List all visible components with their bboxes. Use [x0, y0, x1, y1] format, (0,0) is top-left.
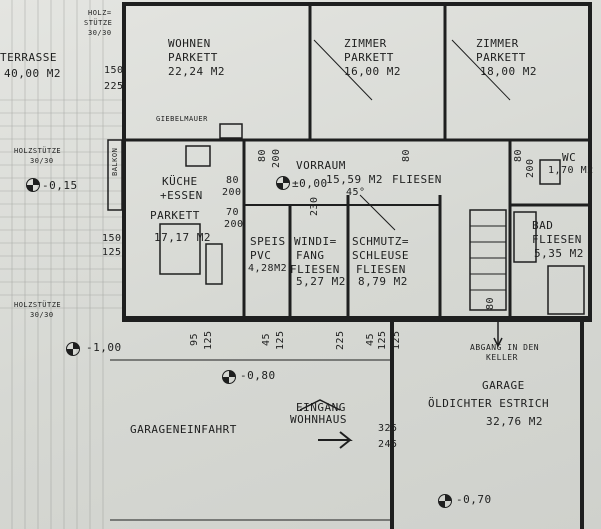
dim-125b: 125 [203, 330, 214, 350]
dim-245: 245 [378, 439, 398, 450]
schmutz-area: 8,79 M2 [358, 275, 408, 288]
level-marker-vorraum [276, 176, 290, 190]
wohnen-floor: PARKETT [168, 51, 218, 64]
windfang-name2: FANG [296, 249, 325, 262]
dim-70a: 70 [226, 207, 240, 218]
dim-80c: 80 [401, 148, 412, 162]
dim-150b: 150 [102, 233, 122, 244]
dim-45deg: 45° [346, 187, 366, 198]
holzstuetze-bottom-line1: HOLZSTÜTZE [14, 301, 62, 309]
dim-80e: 80 [513, 148, 524, 162]
dim-45: 45 [261, 332, 272, 346]
wohnen-name: WOHNEN [168, 37, 211, 50]
terrace-grid [0, 0, 122, 529]
dim-80f: 80 [485, 296, 496, 310]
vorraum-floor: FLIESEN [392, 173, 442, 186]
zimmer1-area: 16,00 M2 [344, 65, 401, 78]
windfang-name1: WINDI= [294, 235, 337, 248]
zimmer2-area: 18,00 M2 [480, 65, 537, 78]
garage-area: 32,76 M2 [486, 415, 543, 428]
speis-area: 4,28M2 [248, 263, 288, 274]
level-garage: -0,70 [456, 493, 492, 506]
dim-125e: 125 [391, 330, 402, 350]
dim-325: 325 [378, 423, 398, 434]
dim-200b: 200 [222, 187, 242, 198]
eingang-line2: WOHNHAUS [290, 413, 347, 426]
windfang-floor: FLIESEN [290, 263, 340, 276]
balkon-label: BALKON [111, 147, 119, 176]
bad-floor: FLIESEN [532, 233, 582, 246]
level-marker-garage [438, 494, 452, 508]
dim-80b: 80 [226, 175, 240, 186]
level-entry: -0,80 [240, 369, 276, 382]
giebelmauer-label: GIEBELMAUER [156, 115, 208, 123]
abgang-line2: KELLER [486, 353, 518, 362]
zimmer2-floor: PARKETT [476, 51, 526, 64]
terrace-name: TERRASSE [0, 51, 57, 64]
zimmer2-name: ZIMMER [476, 37, 519, 50]
vorraum-name: VORRAUM [296, 159, 346, 172]
dim-200c: 200 [224, 219, 244, 230]
dim-200a: 200 [271, 148, 282, 168]
speis-name: SPEIS [250, 235, 286, 248]
schmutz-name1: SCHMUTZ= [352, 235, 409, 248]
holzstuetze-top-line3: 30/30 [88, 29, 112, 37]
zimmer1-name: ZIMMER [344, 37, 387, 50]
level-marker-entry [222, 370, 236, 384]
terrace-area: 40,00 M2 [4, 67, 61, 80]
level-terrace: -0,15 [42, 179, 78, 192]
dim-200e: 200 [525, 158, 536, 178]
wc-name: WC [562, 151, 577, 164]
kueche-name1: KÜCHE [162, 175, 198, 188]
kueche-floor: PARKETT [150, 209, 200, 222]
level-outside: -1,00 [86, 341, 122, 354]
dim-150a: 150 [104, 65, 124, 76]
windfang-area: 5,27 M2 [296, 275, 346, 288]
kueche-area: 17,17 M2 [154, 231, 211, 244]
dim-225: 225 [104, 81, 124, 92]
level-marker-outside [66, 342, 80, 356]
garage-name: GARAGE [482, 379, 525, 392]
schmutz-floor: FLIESEN [356, 263, 406, 276]
speis-floor: PVC [250, 249, 272, 262]
wc-area: 1,70 M2 [548, 165, 594, 176]
dim-125c: 125 [275, 330, 286, 350]
garage-floor: ÖLDICHTER ESTRICH [428, 397, 550, 410]
dim-225b: 225 [335, 330, 346, 350]
bad-area: 5,35 M2 [534, 247, 584, 260]
holzstuetze-bottom-line2: 30/30 [30, 311, 54, 319]
holzstuetze-left-line2: 30/30 [30, 157, 54, 165]
dim-125a: 125 [102, 247, 122, 258]
level-vorraum: ±0,00 [292, 177, 328, 190]
zimmer1-floor: PARKETT [344, 51, 394, 64]
abgang-line1: ABGANG IN DEN [470, 343, 540, 352]
holzstuetze-left-line1: HOLZSTÜTZE [14, 147, 62, 155]
vorraum-area: 15,59 M2 [326, 173, 383, 186]
walls [107, 2, 592, 529]
dim-230: 230 [309, 196, 320, 216]
holzstuetze-top-line1: HOLZ= [88, 9, 112, 17]
holzstuetze-top-line2: STÜTZE [84, 19, 113, 27]
schmutz-name2: SCHLEUSE [352, 249, 409, 262]
dim-95: 95 [189, 332, 200, 346]
dim-45b: 45 [365, 332, 376, 346]
level-marker-terrace [26, 178, 40, 192]
kueche-name2: +ESSEN [160, 189, 203, 202]
dim-125d: 125 [377, 330, 388, 350]
wohnen-area: 22,24 M2 [168, 65, 225, 78]
eingang-line1: EINGANG [296, 401, 346, 414]
bad-name: BAD [532, 219, 554, 232]
garageneinfahrt-label: GARAGENEINFAHRT [130, 423, 237, 436]
dim-80a: 80 [257, 148, 268, 162]
